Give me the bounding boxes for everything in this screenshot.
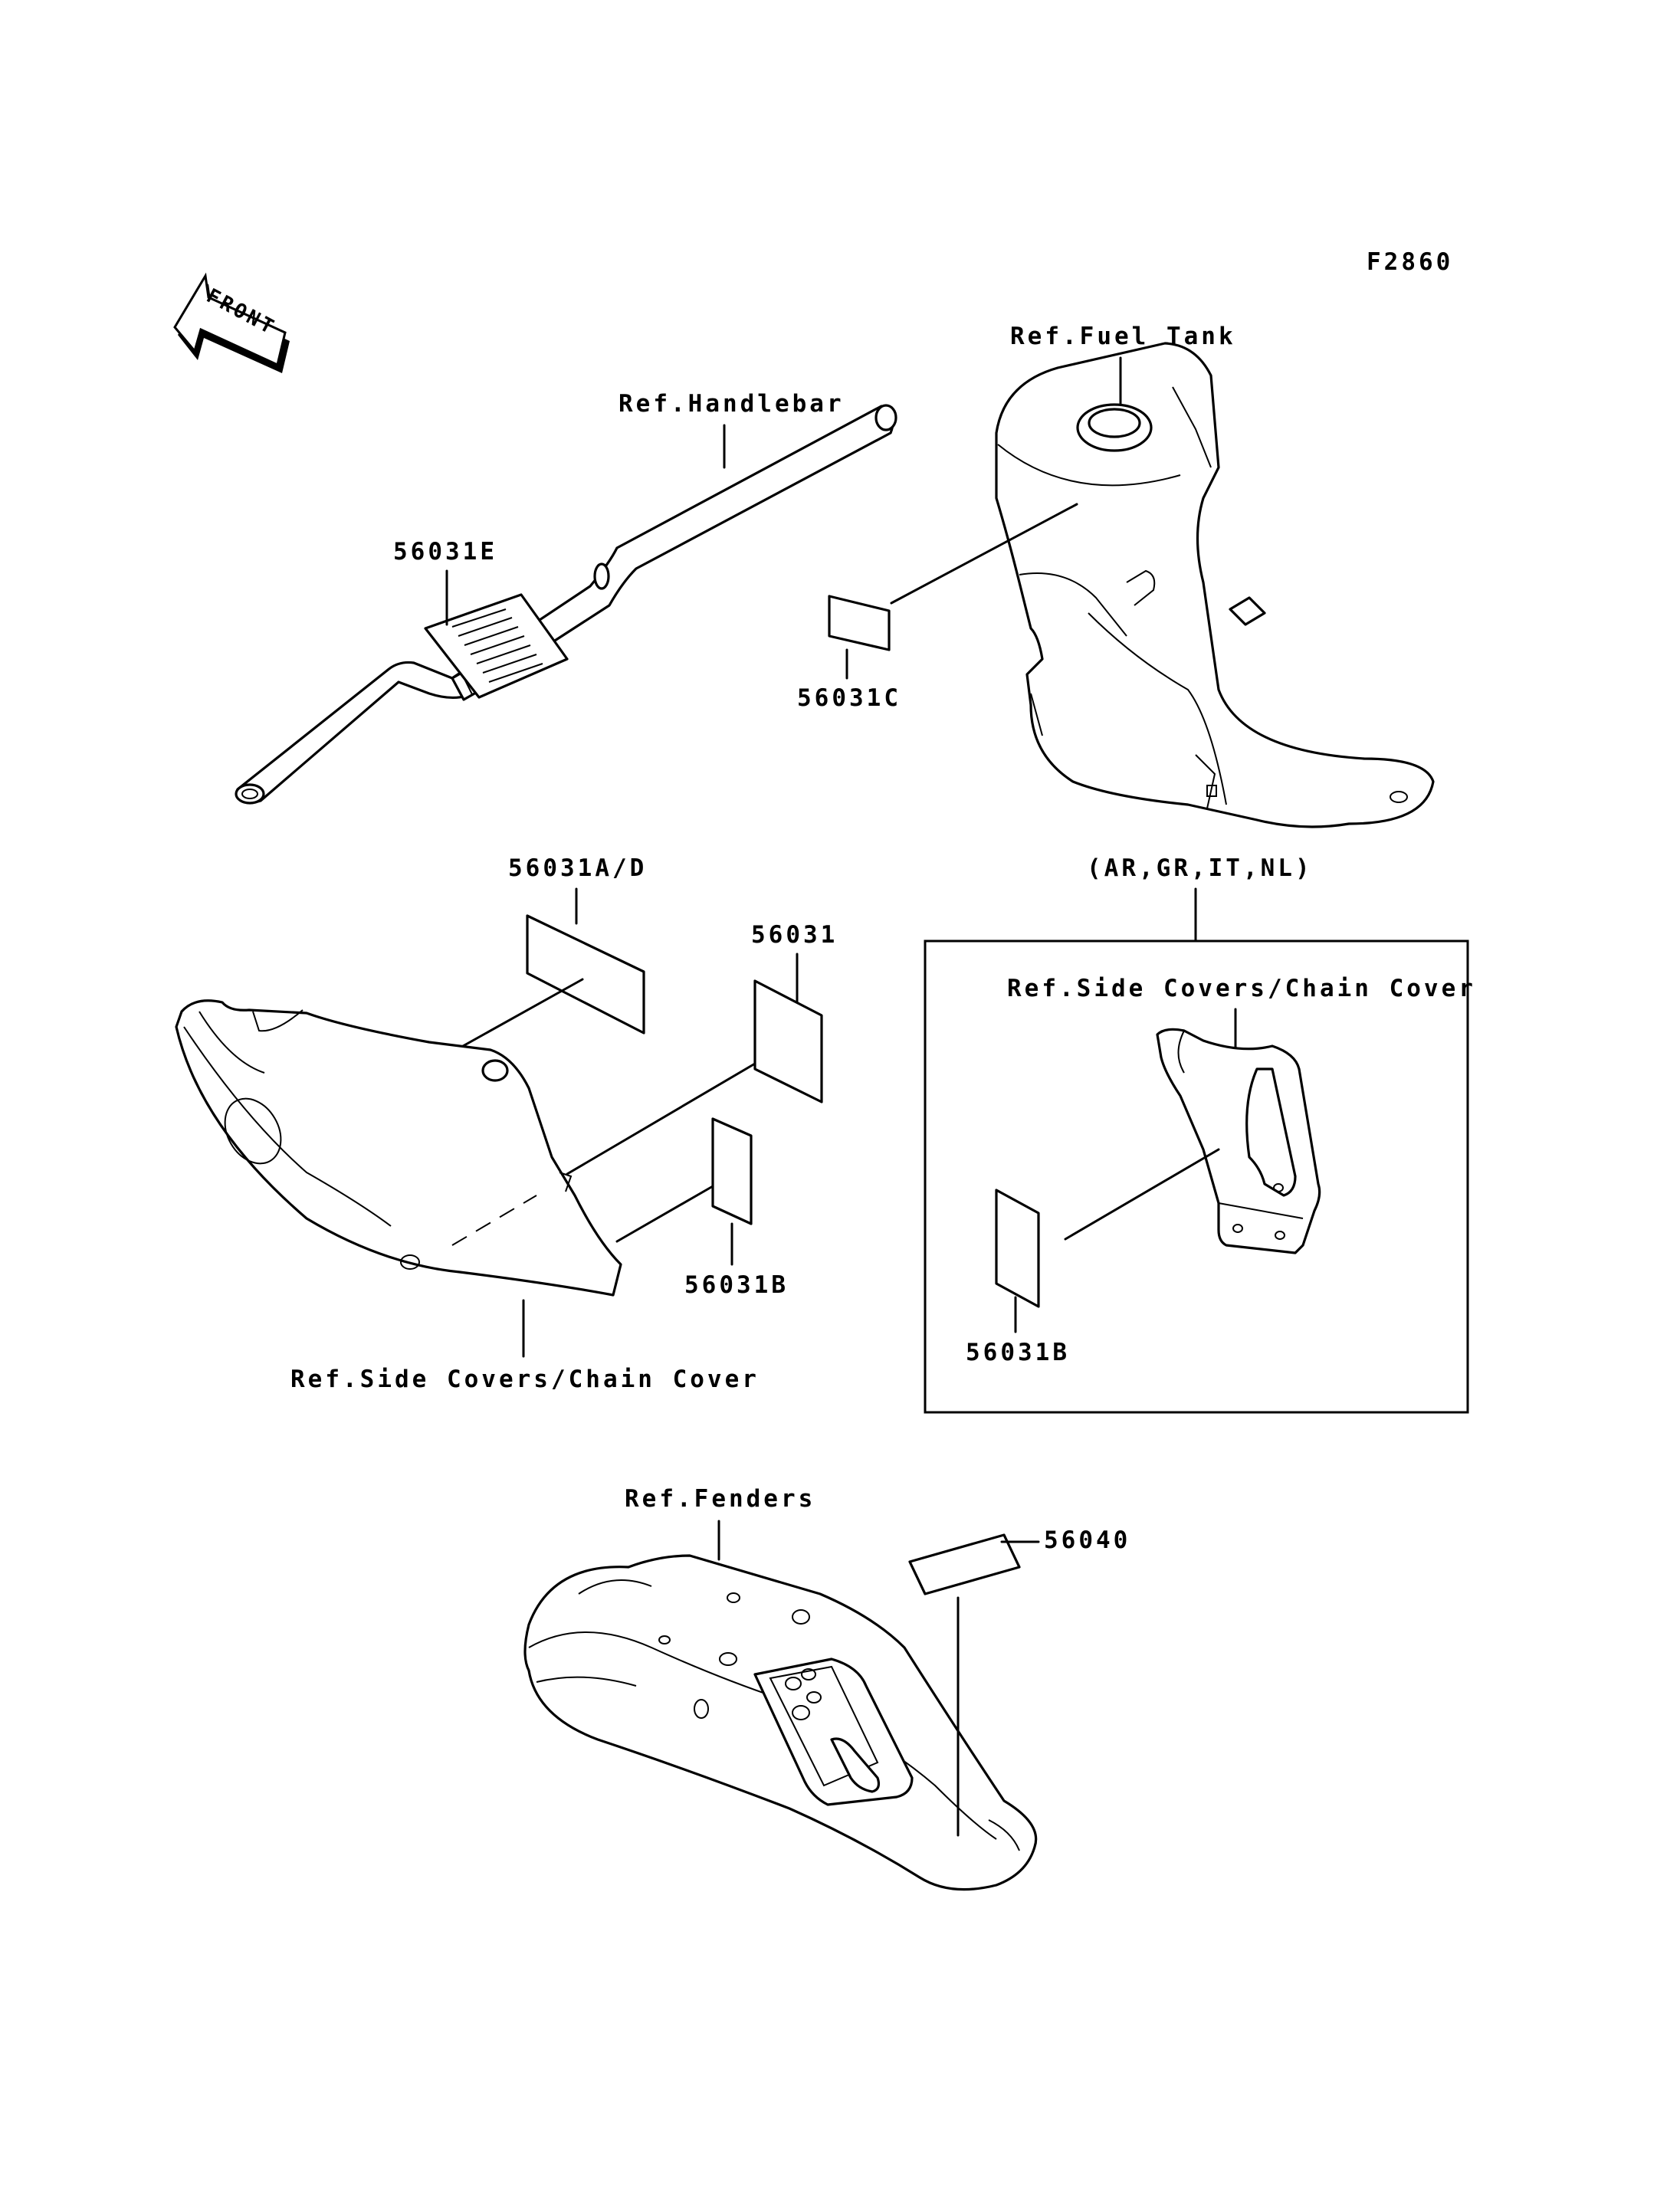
decal-56031AD-icon bbox=[526, 914, 645, 1035]
part-56031-label: 56031 bbox=[751, 921, 838, 949]
fuel-tank-illustration bbox=[995, 342, 1435, 828]
part-56031C-label: 56031C bbox=[797, 684, 901, 712]
region-variants-label: (AR,GR,IT,NL) bbox=[1087, 854, 1313, 882]
rear-fender-illustration bbox=[523, 1554, 1038, 1891]
ref-fenders-label: Ref.Fenders bbox=[625, 1485, 815, 1513]
decal-56031B-left-icon bbox=[711, 1117, 753, 1225]
handlebar-illustration bbox=[235, 404, 897, 805]
ref-side-covers-box-label: Ref.Side Covers/Chain Cover bbox=[1007, 975, 1476, 1002]
decal-56031-icon bbox=[753, 979, 823, 1103]
decal-56031C-icon bbox=[828, 595, 891, 651]
decal-56031B-box-icon bbox=[995, 1189, 1040, 1308]
ref-fuel-tank-label: Ref.Fuel Tank bbox=[1010, 323, 1236, 350]
part-56031B-box-label: 56031B bbox=[966, 1339, 1070, 1366]
part-56040-label: 56040 bbox=[1044, 1526, 1130, 1554]
side-cover-illustration bbox=[175, 999, 622, 1297]
decal-56040-icon bbox=[908, 1533, 1021, 1595]
variant-box bbox=[924, 939, 1469, 1414]
chain-cover-illustration bbox=[1156, 1028, 1321, 1254]
front-arrow-icon: FRONT bbox=[173, 272, 290, 373]
ref-side-covers-left-label: Ref.Side Covers/Chain Cover bbox=[290, 1366, 760, 1393]
part-56031E-label: 56031E bbox=[393, 538, 497, 566]
ref-handlebar-label: Ref.Handlebar bbox=[619, 390, 845, 418]
part-56031B-left-label: 56031B bbox=[684, 1271, 789, 1299]
figure-code: F2860 bbox=[1367, 248, 1453, 276]
part-56031AD-label: 56031A/D bbox=[508, 854, 647, 882]
